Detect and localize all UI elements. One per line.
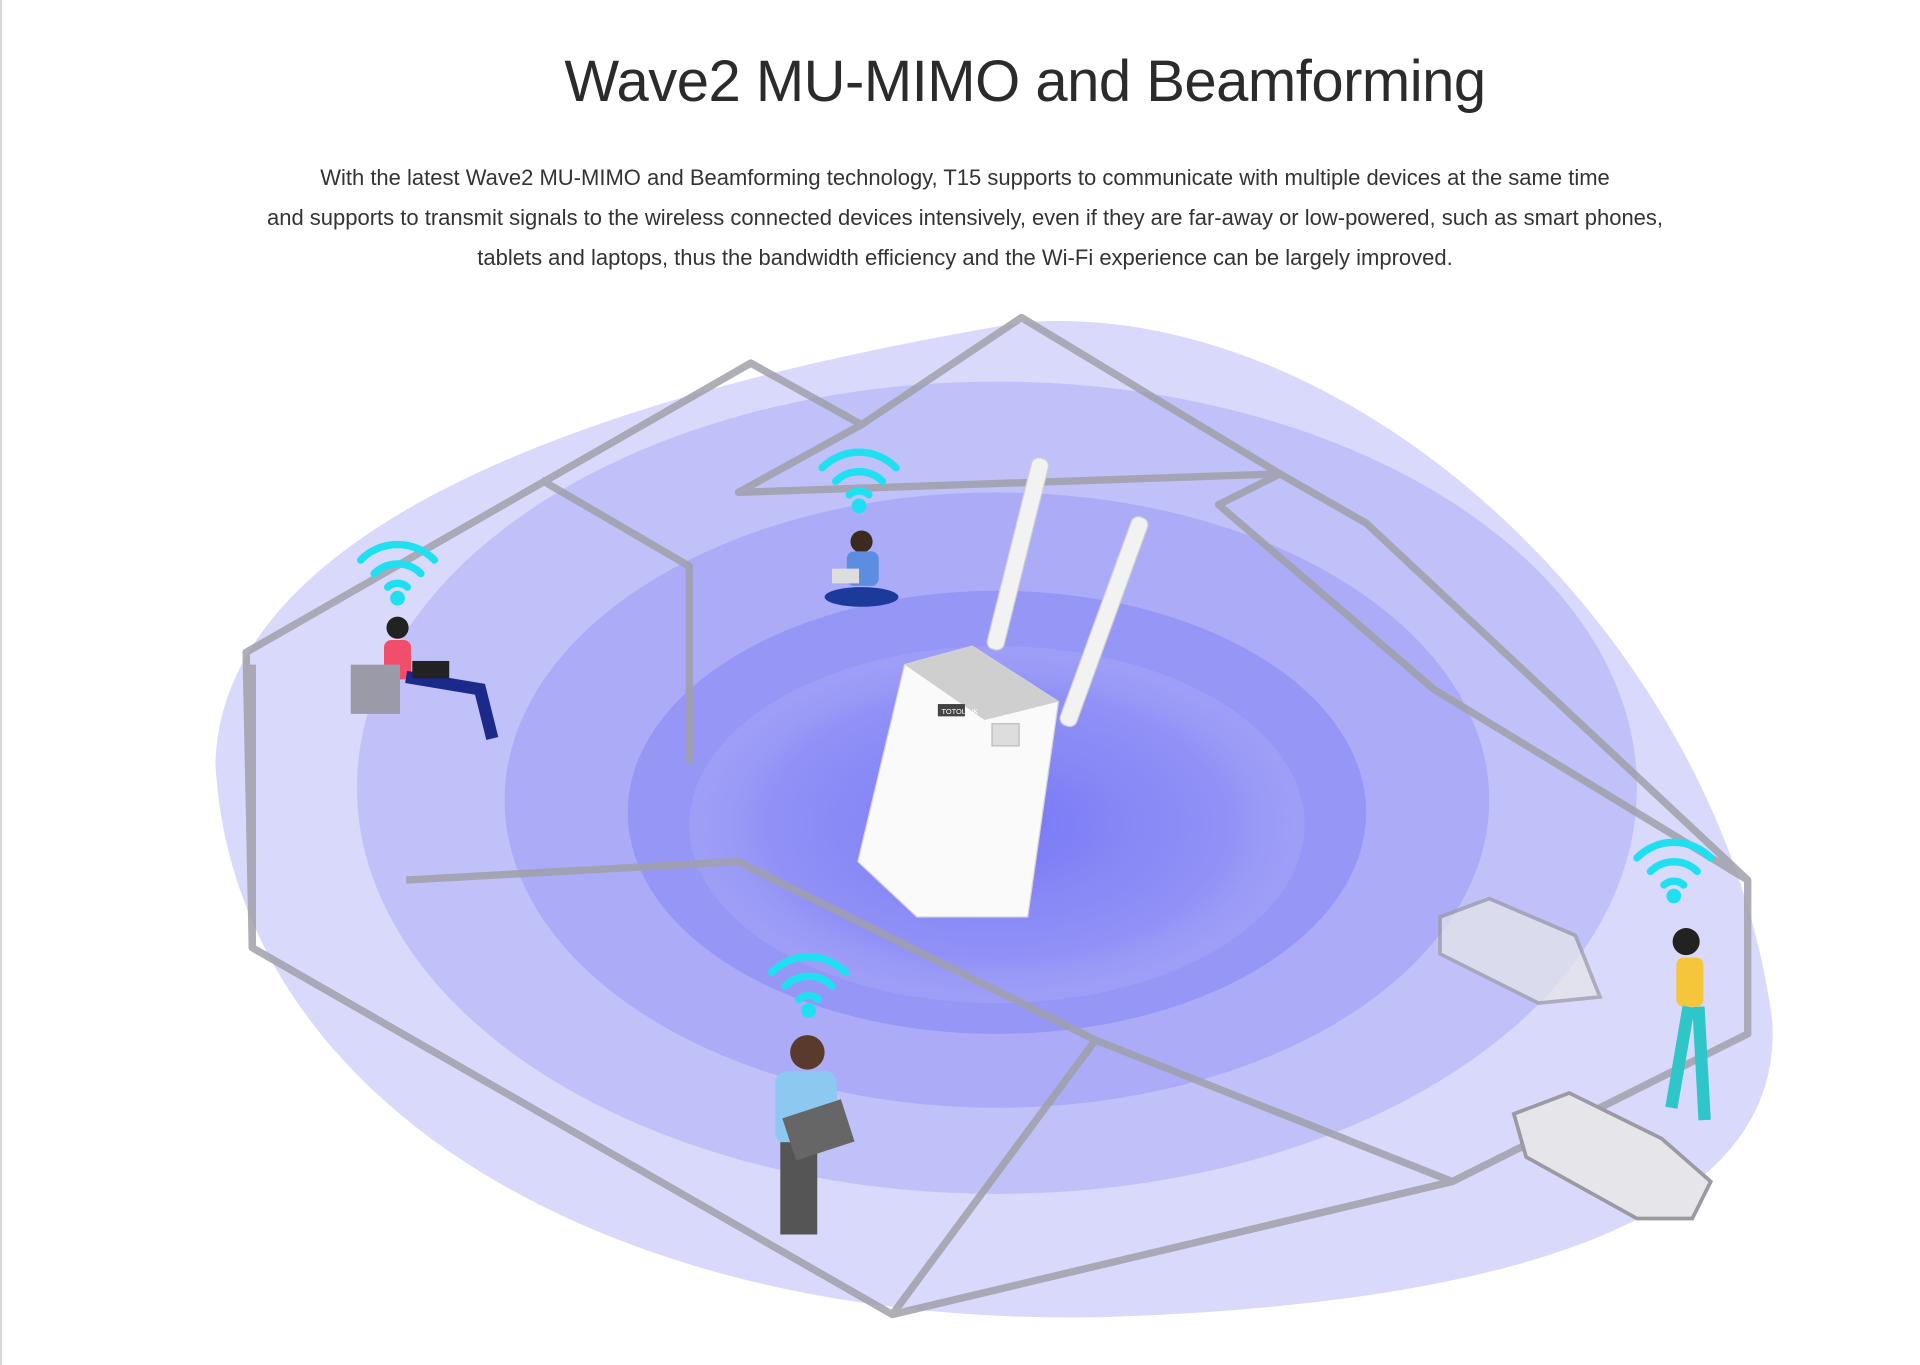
router-logo: TOTOLINK [942,707,979,716]
description-line: With the latest Wave2 MU-MIMO and Beamfo… [320,165,1610,190]
car-outside [1511,1090,1714,1221]
person-with-laptop-chair [350,616,499,740]
description-line: tablets and laptops, thus the bandwidth … [477,245,1453,270]
car-in-garage [1438,896,1603,1006]
person-with-phone [1665,928,1711,1121]
people [350,530,1711,1235]
cars [1438,896,1714,1221]
wifi-icons [356,448,1715,1018]
description-line: and supports to transmit signals to the … [266,205,1664,230]
wifi-icon [818,448,900,514]
wifi-icon [1633,838,1715,904]
wifi-icon [768,953,850,1018]
router-device: TOTOLINK [857,457,1149,918]
feature-description: With the latest Wave2 MU-MIMO and Beamfo… [0,158,1920,278]
page-border [0,0,2,1365]
wifi-icon [356,540,439,606]
page-title: Wave2 MU-MIMO and Beamforming [564,49,1486,114]
person-standing-laptop [775,1035,855,1235]
person-sitting-laptop [824,530,899,607]
house-outline [242,313,1752,1319]
